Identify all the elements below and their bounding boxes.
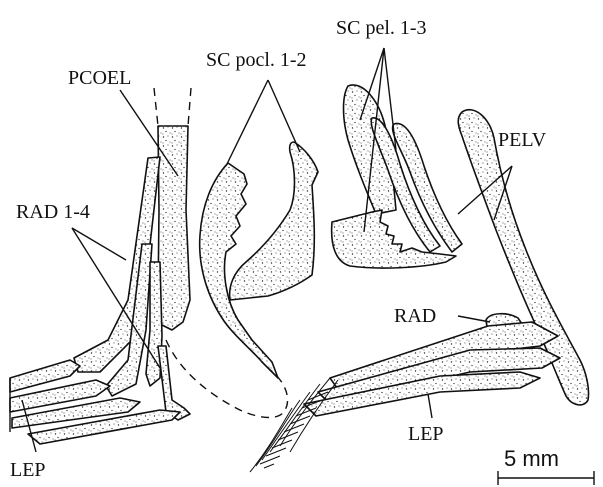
scale-bar-label: 5 mm xyxy=(504,446,559,471)
label-lep-left: LEP xyxy=(10,459,46,481)
scale-bar: 5 mm xyxy=(498,446,594,485)
rad-right-leader xyxy=(458,316,490,322)
rad-1-4-leader-1 xyxy=(72,228,126,260)
lep-right-leader xyxy=(428,394,432,418)
rad-4 xyxy=(158,346,190,420)
sc-pocl-2 xyxy=(230,142,318,300)
pcoel-bone xyxy=(158,126,190,330)
label-sc-pocl: SC pocl. 1-2 xyxy=(206,49,307,71)
label-sc-pel: SC pel. 1-3 xyxy=(336,17,427,39)
label-rad-1-4: RAD 1-4 xyxy=(16,201,90,223)
left-fin-group xyxy=(10,88,318,444)
label-lep-right: LEP xyxy=(408,423,444,445)
label-rad: RAD xyxy=(394,305,436,327)
label-pelv: PELV xyxy=(498,129,547,151)
pcoel-dashed-right xyxy=(188,88,191,126)
pcoel-dashed-left xyxy=(154,88,158,126)
sc-pocl-leader-1 xyxy=(226,80,268,166)
sc-pocl-leader-2 xyxy=(268,80,300,152)
label-pcoel: PCOEL xyxy=(68,67,131,89)
cartilage-dashed-outline xyxy=(166,340,288,418)
